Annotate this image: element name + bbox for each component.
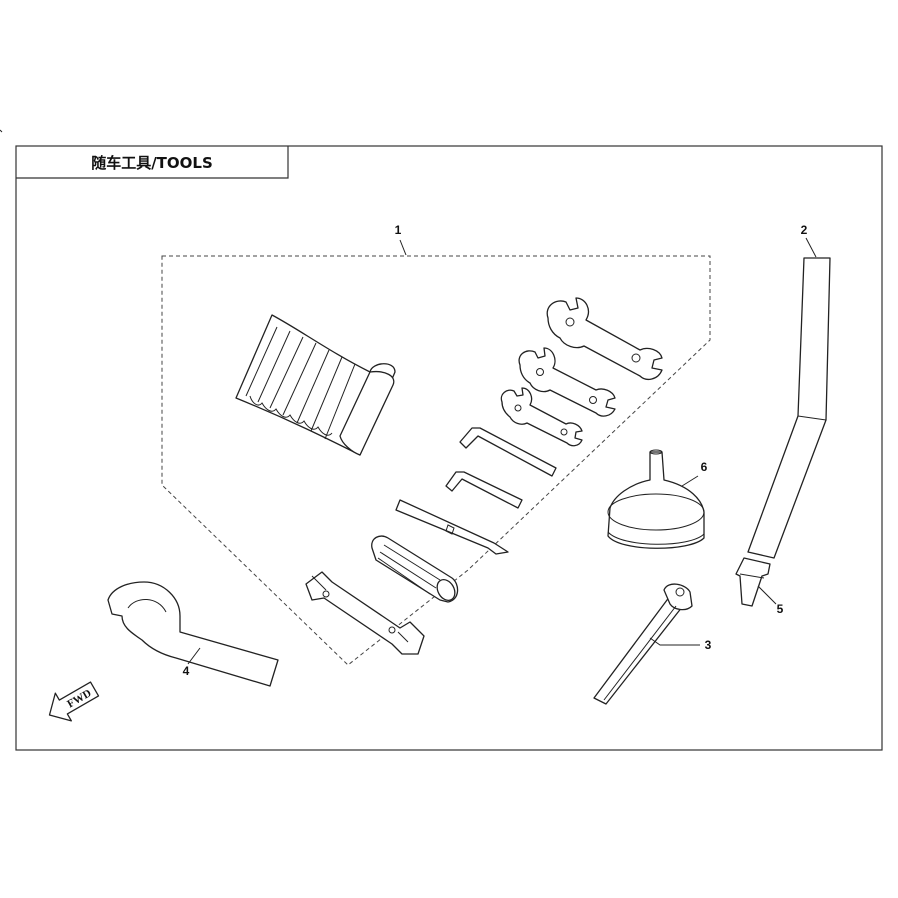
wrench-small — [500, 387, 583, 447]
callout-4: 4 — [183, 664, 190, 678]
wrench-large — [546, 297, 663, 381]
callout-5: 5 — [777, 602, 784, 616]
fwd-arrow-icon: FWD — [48, 681, 100, 722]
socket-wrench — [305, 571, 425, 655]
tool-kit-group-outline — [161, 255, 711, 666]
callout-6: 6 — [701, 460, 708, 474]
page-title: 随车工具/TOOLS — [91, 154, 213, 172]
leader-1 — [399, 239, 407, 256]
leader-2 — [805, 237, 817, 258]
callout-2: 2 — [801, 223, 808, 237]
hex-key-small — [445, 471, 523, 509]
spark-plug-tool — [593, 583, 693, 705]
registration-tick — [0, 129, 3, 133]
callout-1: 1 — [395, 223, 402, 237]
tire-lever — [747, 257, 831, 559]
tool-roll-bag — [235, 314, 396, 456]
c-spanner — [107, 581, 279, 687]
hex-key-large — [459, 427, 557, 477]
leader-4 — [187, 647, 201, 665]
leader-6 — [681, 475, 699, 487]
screwdriver-bit — [395, 499, 509, 555]
title-box — [16, 146, 289, 179]
screwdriver-handle — [371, 535, 459, 603]
callout-3: 3 — [705, 638, 712, 652]
funnel — [607, 449, 705, 549]
leader-3 — [649, 637, 700, 646]
leader-5 — [757, 585, 777, 605]
rubber-tip — [735, 557, 771, 607]
wrench-medium — [518, 347, 616, 417]
diagram-frame — [15, 145, 883, 751]
